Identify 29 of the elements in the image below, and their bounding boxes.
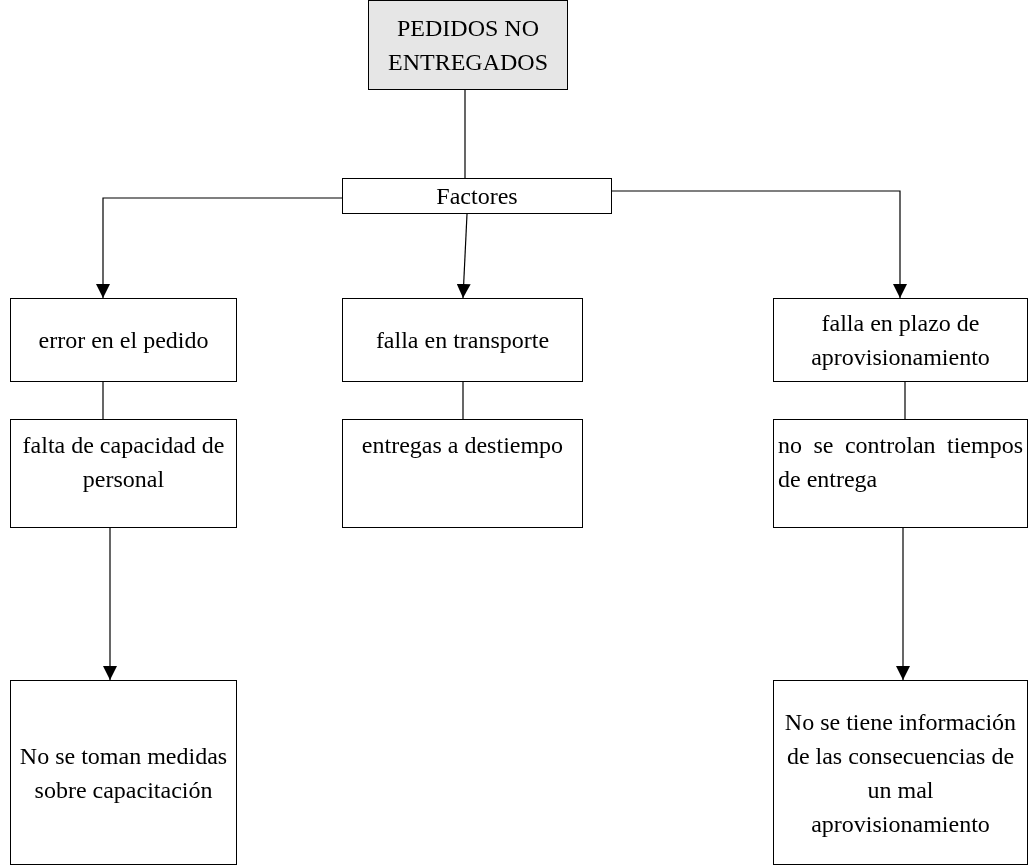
arrow xyxy=(456,213,471,299)
process-box xyxy=(10,298,237,382)
box-text: falla en transporte xyxy=(374,326,551,355)
title-box xyxy=(368,0,568,90)
process-box xyxy=(773,419,1028,528)
box-text: PEDIDOS NO ENTREGADOS xyxy=(387,14,549,77)
connector-line xyxy=(464,89,466,179)
process-box xyxy=(342,298,583,382)
connector-line xyxy=(102,381,104,420)
arrow xyxy=(96,197,343,299)
box-text: falla en plazo de aprovisionamiento xyxy=(810,309,991,372)
box-text: No se tiene información de las consecuencias de un mal aprovisionamiento xyxy=(783,707,1018,839)
connector-line xyxy=(462,381,464,420)
process-box xyxy=(342,178,612,214)
arrow xyxy=(103,527,117,681)
process-box xyxy=(342,419,583,528)
arrow xyxy=(611,190,907,299)
process-box xyxy=(773,298,1028,382)
box-text: entregas a destiempo xyxy=(360,431,565,460)
arrow xyxy=(896,527,910,681)
process-box xyxy=(10,680,237,865)
process-box xyxy=(10,419,237,528)
box-text: falta de capacidad de personal xyxy=(21,431,226,494)
box-text: error en el pedido xyxy=(37,326,210,355)
box-text: no se controlan tiempos de entrega xyxy=(778,431,1023,494)
box-text: Factores xyxy=(435,182,519,211)
connector-line xyxy=(904,381,906,420)
process-box xyxy=(773,680,1028,865)
box-text: No se toman medidas sobre capacitación xyxy=(18,741,229,805)
